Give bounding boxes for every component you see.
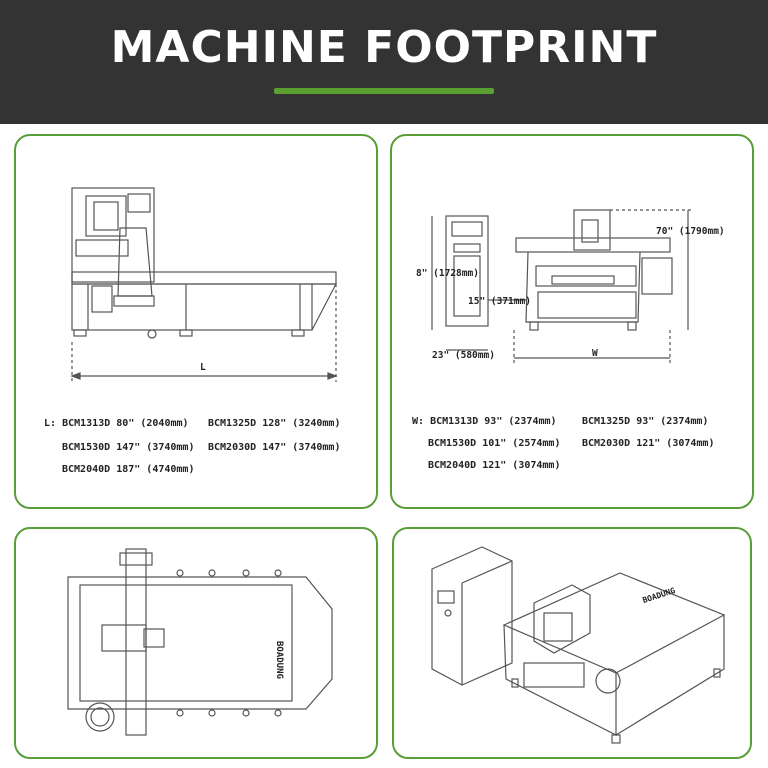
length-dimension-label: L <box>200 362 206 373</box>
width-spec-5: BCM2040D 121" (3074mm) <box>428 460 561 471</box>
width-spec-2: BCM1325D 93" (2374mm) <box>582 416 709 427</box>
length-spec-3: BCM1530D 147" (3740mm) <box>62 442 195 453</box>
side-view-drawing <box>70 187 338 382</box>
perspective-panel: BOADUNG <box>392 527 752 759</box>
height-cabinet-label: 8" (1728mm) <box>416 268 479 279</box>
top-view-drawing <box>67 548 333 736</box>
width-spec-3: BCM1530D 101" (2574mm) <box>428 438 561 449</box>
length-spec-2: BCM1325D 128" (3240mm) <box>208 418 341 429</box>
width-spec-4: BCM2030D 121" (3074mm) <box>582 438 715 449</box>
depth-gap-label: 15" (371mm) <box>468 296 531 307</box>
length-spec-5: BCM2040D 187" (4740mm) <box>62 464 195 475</box>
length-spec-1: L: BCM1313D 80" (2040mm) <box>44 418 189 429</box>
top-view-panel: BOADUNG <box>14 527 378 759</box>
width-panel: 70" (1790mm) 8" (1728mm) 15" (371mm) 23"… <box>390 134 754 509</box>
height-machine-label: 70" (1790mm) <box>656 226 725 237</box>
header-bar: MACHINE FOOTPRINT <box>0 0 768 124</box>
perspective-drawing <box>431 546 726 744</box>
width-spec-1: W: BCM1313D 93" (2374mm) <box>412 416 557 427</box>
front-view-drawing <box>431 209 692 364</box>
length-spec-4: BCM2030D 147" (3740mm) <box>208 442 341 453</box>
top-view-brand-text: BOADUNG <box>274 641 284 679</box>
length-panel: L L: BCM1313D 80" (2040mm) BCM1325D 128"… <box>14 134 378 509</box>
width-dimension-label: W <box>592 348 598 359</box>
page-title: MACHINE FOOTPRINT <box>110 22 658 73</box>
title-underline <box>274 88 494 94</box>
cabinet-depth-label: 23" (580mm) <box>432 350 495 361</box>
